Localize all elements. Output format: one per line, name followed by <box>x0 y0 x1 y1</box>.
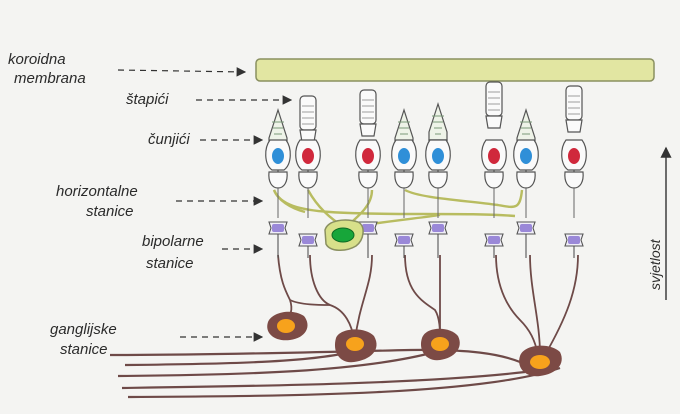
bipolar-cell <box>428 221 448 258</box>
horizontal-label-line1: horizontalne <box>56 183 138 200</box>
cones-label: čunjići <box>148 131 190 148</box>
cone-cell <box>513 108 539 218</box>
horizontal-label-line2: stanice <box>86 203 134 220</box>
bipolar-cell <box>564 233 584 258</box>
ganglion-label-line2: stanice <box>60 341 108 358</box>
horizontal-cell <box>324 219 364 251</box>
rod-cell <box>561 85 587 218</box>
bipolar-cell <box>484 233 504 258</box>
rod-cell <box>481 81 507 218</box>
ganglion-cell <box>267 311 308 341</box>
rod-cell <box>295 95 321 218</box>
ganglion-cell <box>519 345 562 377</box>
bipolar-label-line2: stanice <box>146 255 194 272</box>
bipolar-to-ganglion-fibres <box>277 254 579 356</box>
cone-cell <box>265 108 291 218</box>
bipolar-cell <box>298 233 318 258</box>
bipolar-cell <box>268 221 288 258</box>
ganglion-cell <box>334 329 377 363</box>
label-pointers <box>117 67 293 342</box>
bipolar-cell <box>394 233 414 258</box>
ganglion-cell <box>420 328 460 361</box>
ganglion-label-line1: ganglijske <box>50 321 117 338</box>
choroid-label-line1: koroidna <box>8 51 66 68</box>
rod-cell <box>355 89 381 218</box>
choroid-label-line2: membrana <box>14 70 86 87</box>
horizontal-cell-processes <box>272 188 524 230</box>
ganglion-axons <box>109 348 561 399</box>
light-label: svjetlost <box>647 238 663 290</box>
bipolar-label-line1: bipolarne <box>142 233 204 250</box>
cone-cell <box>391 108 417 218</box>
cone-cell <box>425 102 451 218</box>
bipolar-cell <box>516 221 536 258</box>
rods-label: štapići <box>126 91 169 108</box>
choroid-membrane <box>255 58 655 82</box>
